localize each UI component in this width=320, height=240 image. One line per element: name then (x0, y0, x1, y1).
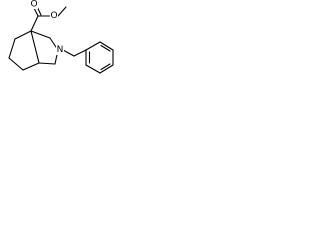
ether-oxygen-label-bg (50, 11, 58, 21)
bond-c3a-c3 (30, 30, 51, 39)
carbonyl-oxygen-label: O (30, 0, 37, 10)
chemical-structure-drawing: O O N (0, 0, 124, 104)
bond-ether-o-methyl (57, 6, 67, 17)
bond-c3a-carbonyl-c (30, 15, 39, 32)
carbonyl-oxygen-label-bg (30, 0, 38, 9)
bond-n-ch2 (62, 49, 75, 57)
bond-ar-2-3 (99, 41, 114, 51)
bond-ar-1-2 (85, 41, 101, 51)
nitrogen-label-bg (56, 45, 64, 55)
bond-c1-c6a (38, 62, 56, 65)
bond-c6a-c3a (30, 30, 40, 64)
bond-ar-inner-c (100, 63, 111, 71)
benzyl-group (62, 41, 114, 74)
bond-ar-5-6 (85, 64, 101, 74)
bond-c4-c5 (8, 38, 16, 59)
bond-ar-4-5 (99, 64, 114, 74)
bond-c3a-c4 (14, 30, 32, 40)
atom-labels: O O N (30, 0, 64, 55)
cyclopentane-ring (8, 30, 40, 71)
benzene-ring (85, 41, 114, 74)
bond-c6-c6a (22, 62, 40, 71)
bond-c5-c6 (8, 57, 24, 71)
bond-ar-inner-b (100, 44, 111, 52)
bond-ch2-ipso (73, 49, 87, 57)
ether-oxygen-label: O (50, 11, 57, 21)
methyl-ester-group (30, 4, 67, 32)
nitrogen-label: N (57, 45, 64, 55)
